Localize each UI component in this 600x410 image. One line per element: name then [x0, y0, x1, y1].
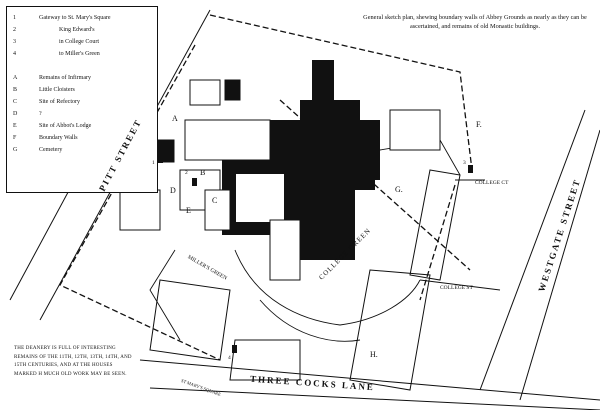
- building-west: [119, 189, 161, 231]
- legend-key: 3: [13, 39, 16, 45]
- inner-curve: [259, 299, 361, 342]
- plan-title: General sketch plan, shewing boundary wa…: [363, 14, 587, 30]
- cloister-garth: [236, 174, 284, 222]
- label-gate-2: 2: [185, 170, 188, 176]
- label-gate-3: 3: [463, 160, 466, 166]
- building-infirmary: [184, 119, 271, 161]
- legend-key: 4: [13, 51, 16, 57]
- legend: 1 Gateway to St. Mary's Square 2 King Edwa…: [6, 6, 158, 193]
- legend-key: 2: [13, 27, 16, 33]
- cathedral-tower: [345, 150, 375, 190]
- three-cocks-north-edge: [139, 359, 600, 401]
- boundary-north: [209, 14, 473, 171]
- legend-text: to Miller's Green: [59, 51, 100, 57]
- label-gate-1: 1: [152, 160, 155, 166]
- legend-key: C: [13, 99, 18, 105]
- legend-key: B: [13, 87, 18, 93]
- gateways: [158, 155, 473, 353]
- legend-key: 1: [13, 15, 16, 21]
- label-g: G.: [395, 185, 403, 194]
- small-block-north: [224, 79, 241, 101]
- building-east: [389, 109, 441, 151]
- legend-key: D: [13, 111, 18, 117]
- boundary-east: [419, 184, 456, 301]
- label-college-st: COLLEGE ST: [440, 285, 473, 291]
- three-cocks-south-edge: [149, 387, 600, 410]
- westgate-east-edge: [519, 129, 600, 401]
- label-b: B: [200, 168, 206, 177]
- legend-text: Site of Abbot's Lodge: [39, 123, 92, 129]
- label-c: C: [212, 196, 218, 205]
- label-e: E: [186, 206, 191, 215]
- legend-key: A: [13, 75, 18, 81]
- label-f-east: F.: [476, 120, 482, 129]
- street-lines: [9, 9, 600, 410]
- label-gate-4: 4: [228, 355, 231, 361]
- deanery-note: The Deanery is full of interesting remai…: [14, 346, 132, 377]
- building-h-north: [189, 79, 221, 106]
- legend-key: E: [13, 123, 17, 129]
- legend-text: Cemetery: [39, 147, 63, 153]
- building-refectory: [204, 189, 231, 231]
- legend-key: F: [13, 135, 17, 141]
- legend-key: G: [13, 147, 18, 153]
- cathedral-lady-chapel: [312, 60, 334, 110]
- label-a: A: [172, 114, 178, 123]
- three-cocks-houses: [229, 339, 301, 381]
- green-curve: [234, 249, 421, 326]
- label-college-ct: COLLEGE CT: [475, 180, 509, 186]
- college-court-houses: [409, 169, 461, 281]
- west-path: [149, 249, 181, 341]
- millers-green-houses: [149, 279, 231, 361]
- building-south: [269, 219, 301, 281]
- houses-h-south-east: [349, 269, 431, 391]
- westgate-west-edge: [479, 109, 586, 391]
- label-d: D: [170, 186, 176, 195]
- label-h: H.: [370, 350, 378, 359]
- gateway-2-marker: [192, 178, 197, 186]
- gateway-3-marker: [468, 165, 473, 173]
- legend-text: in College Court: [59, 39, 99, 45]
- legend-text: ?: [39, 111, 42, 117]
- legend-text: Gateway to St. Mary's Square: [39, 15, 111, 21]
- house-blocks: [149, 79, 461, 391]
- legend-text: Little Cloisters: [39, 87, 75, 93]
- gateway-4-marker: [232, 345, 237, 353]
- legend-text: King Edward's: [59, 27, 95, 33]
- gateway-1-marker: [158, 155, 163, 163]
- legend-text: Site of Refectory: [39, 99, 80, 105]
- monastic-buildings: [119, 79, 441, 281]
- legend-text: Boundary Walls: [39, 135, 78, 141]
- legend-text: Remains of Infirmary: [39, 75, 91, 81]
- college-st-edge: [419, 279, 501, 291]
